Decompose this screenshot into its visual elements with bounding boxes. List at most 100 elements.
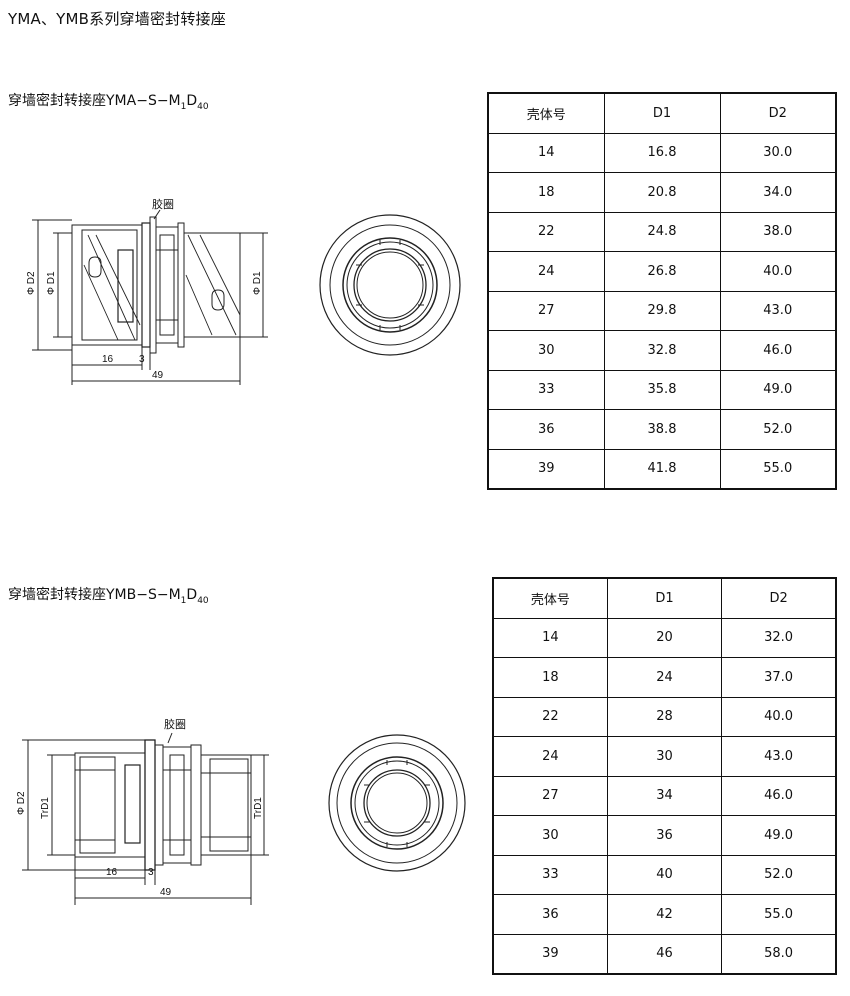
section-b-title-main: 穿墙密封转接座YMB−S−M (8, 587, 181, 603)
dim-3-b: 3 (148, 867, 154, 878)
table-cell: 33 (487, 369, 605, 410)
table-cell: 52.0 (719, 409, 837, 450)
table-cell: 22 (487, 211, 605, 252)
dim-49-a: 49 (152, 370, 164, 381)
section-a-title: 穿墙密封转接座YMA−S−M1D40 (8, 90, 209, 112)
section-b-front-view (328, 734, 466, 872)
dim-3-a: 3 (139, 354, 145, 365)
table-cell: 35.8 (603, 369, 721, 410)
table-cell: 14 (492, 617, 608, 658)
table-cell: 46.0 (719, 330, 837, 371)
table-cell: 20.8 (603, 172, 721, 213)
table-cell: 43.0 (719, 290, 837, 331)
dim-d1-left-b: TrD1 (40, 797, 51, 819)
section-a-title-mid: D (186, 93, 198, 109)
table-cell: 18 (492, 657, 608, 698)
table-cell: 34 (606, 775, 723, 816)
table-cell: 40 (606, 854, 723, 895)
table-cell: 30 (487, 330, 605, 371)
table-cell: 40.0 (721, 696, 837, 737)
section-b-title-sub1: 1 (180, 595, 187, 606)
dim-16-b: 16 (106, 867, 118, 878)
table-cell: 49.0 (719, 369, 837, 410)
table-cell: 46 (606, 933, 723, 975)
table-cell: 27 (492, 775, 608, 816)
dim-16-a: 16 (102, 354, 114, 365)
table-cell: 39 (487, 448, 605, 490)
column-header: D1 (606, 577, 723, 619)
table-cell: 36 (492, 894, 608, 935)
section-a-title-main: 穿墙密封转接座YMA−S−M (8, 93, 181, 109)
table-cell: 38.0 (719, 211, 837, 252)
table-cell: 49.0 (721, 815, 837, 856)
dim-d1-left-a: Φ D1 (46, 271, 57, 295)
table-cell: 30 (492, 815, 608, 856)
table-cell: 36 (606, 815, 723, 856)
table-cell: 32.8 (603, 330, 721, 371)
table-cell: 26.8 (603, 251, 721, 292)
section-a-side-view: 胶圈 Φ D2 Φ D1 Φ D1 16 3 49 (26, 197, 268, 385)
section-a-title-sub2: 40 (197, 101, 209, 112)
dim-49-b: 49 (160, 887, 172, 898)
table-cell: 14 (487, 132, 605, 173)
section-b-title-sub2: 40 (197, 595, 209, 606)
table-cell: 32.0 (721, 617, 837, 658)
table-cell: 27 (487, 290, 605, 331)
table-cell: 38.8 (603, 409, 721, 450)
table-cell: 46.0 (721, 775, 837, 816)
column-header: D1 (603, 92, 721, 134)
table-cell: 52.0 (721, 854, 837, 895)
table-cell: 16.8 (603, 132, 721, 173)
table-cell: 24 (606, 657, 723, 698)
table-cell: 55.0 (719, 448, 837, 490)
column-header: D2 (719, 92, 837, 134)
dim-d1-right-a: Φ D1 (252, 271, 263, 295)
table-cell: 24 (487, 251, 605, 292)
section-b-title-mid: D (186, 587, 198, 603)
table-cell: 29.8 (603, 290, 721, 331)
table-cell: 34.0 (719, 172, 837, 213)
table-cell: 43.0 (721, 736, 837, 777)
section-a-title-sub1: 1 (180, 101, 187, 112)
table-cell: 39 (492, 933, 608, 975)
seal-label-a: 胶圈 (152, 197, 174, 211)
table-cell: 42 (606, 894, 723, 935)
seal-label-b: 胶圈 (164, 717, 186, 731)
column-header: 壳体号 (487, 92, 605, 134)
dim-d2-a: Φ D2 (26, 271, 37, 295)
table-cell: 33 (492, 854, 608, 895)
column-header: 壳体号 (492, 577, 608, 619)
table-cell: 20 (606, 617, 723, 658)
table-cell: 40.0 (719, 251, 837, 292)
table-cell: 30.0 (719, 132, 837, 173)
dim-d1-right-b: TrD1 (253, 797, 264, 819)
table-cell: 41.8 (603, 448, 721, 490)
table-cell: 55.0 (721, 894, 837, 935)
table-cell: 22 (492, 696, 608, 737)
table-cell: 30 (606, 736, 723, 777)
table-cell: 28 (606, 696, 723, 737)
page-title: YMA、YMB系列穿墙密封转接座 (8, 10, 226, 28)
